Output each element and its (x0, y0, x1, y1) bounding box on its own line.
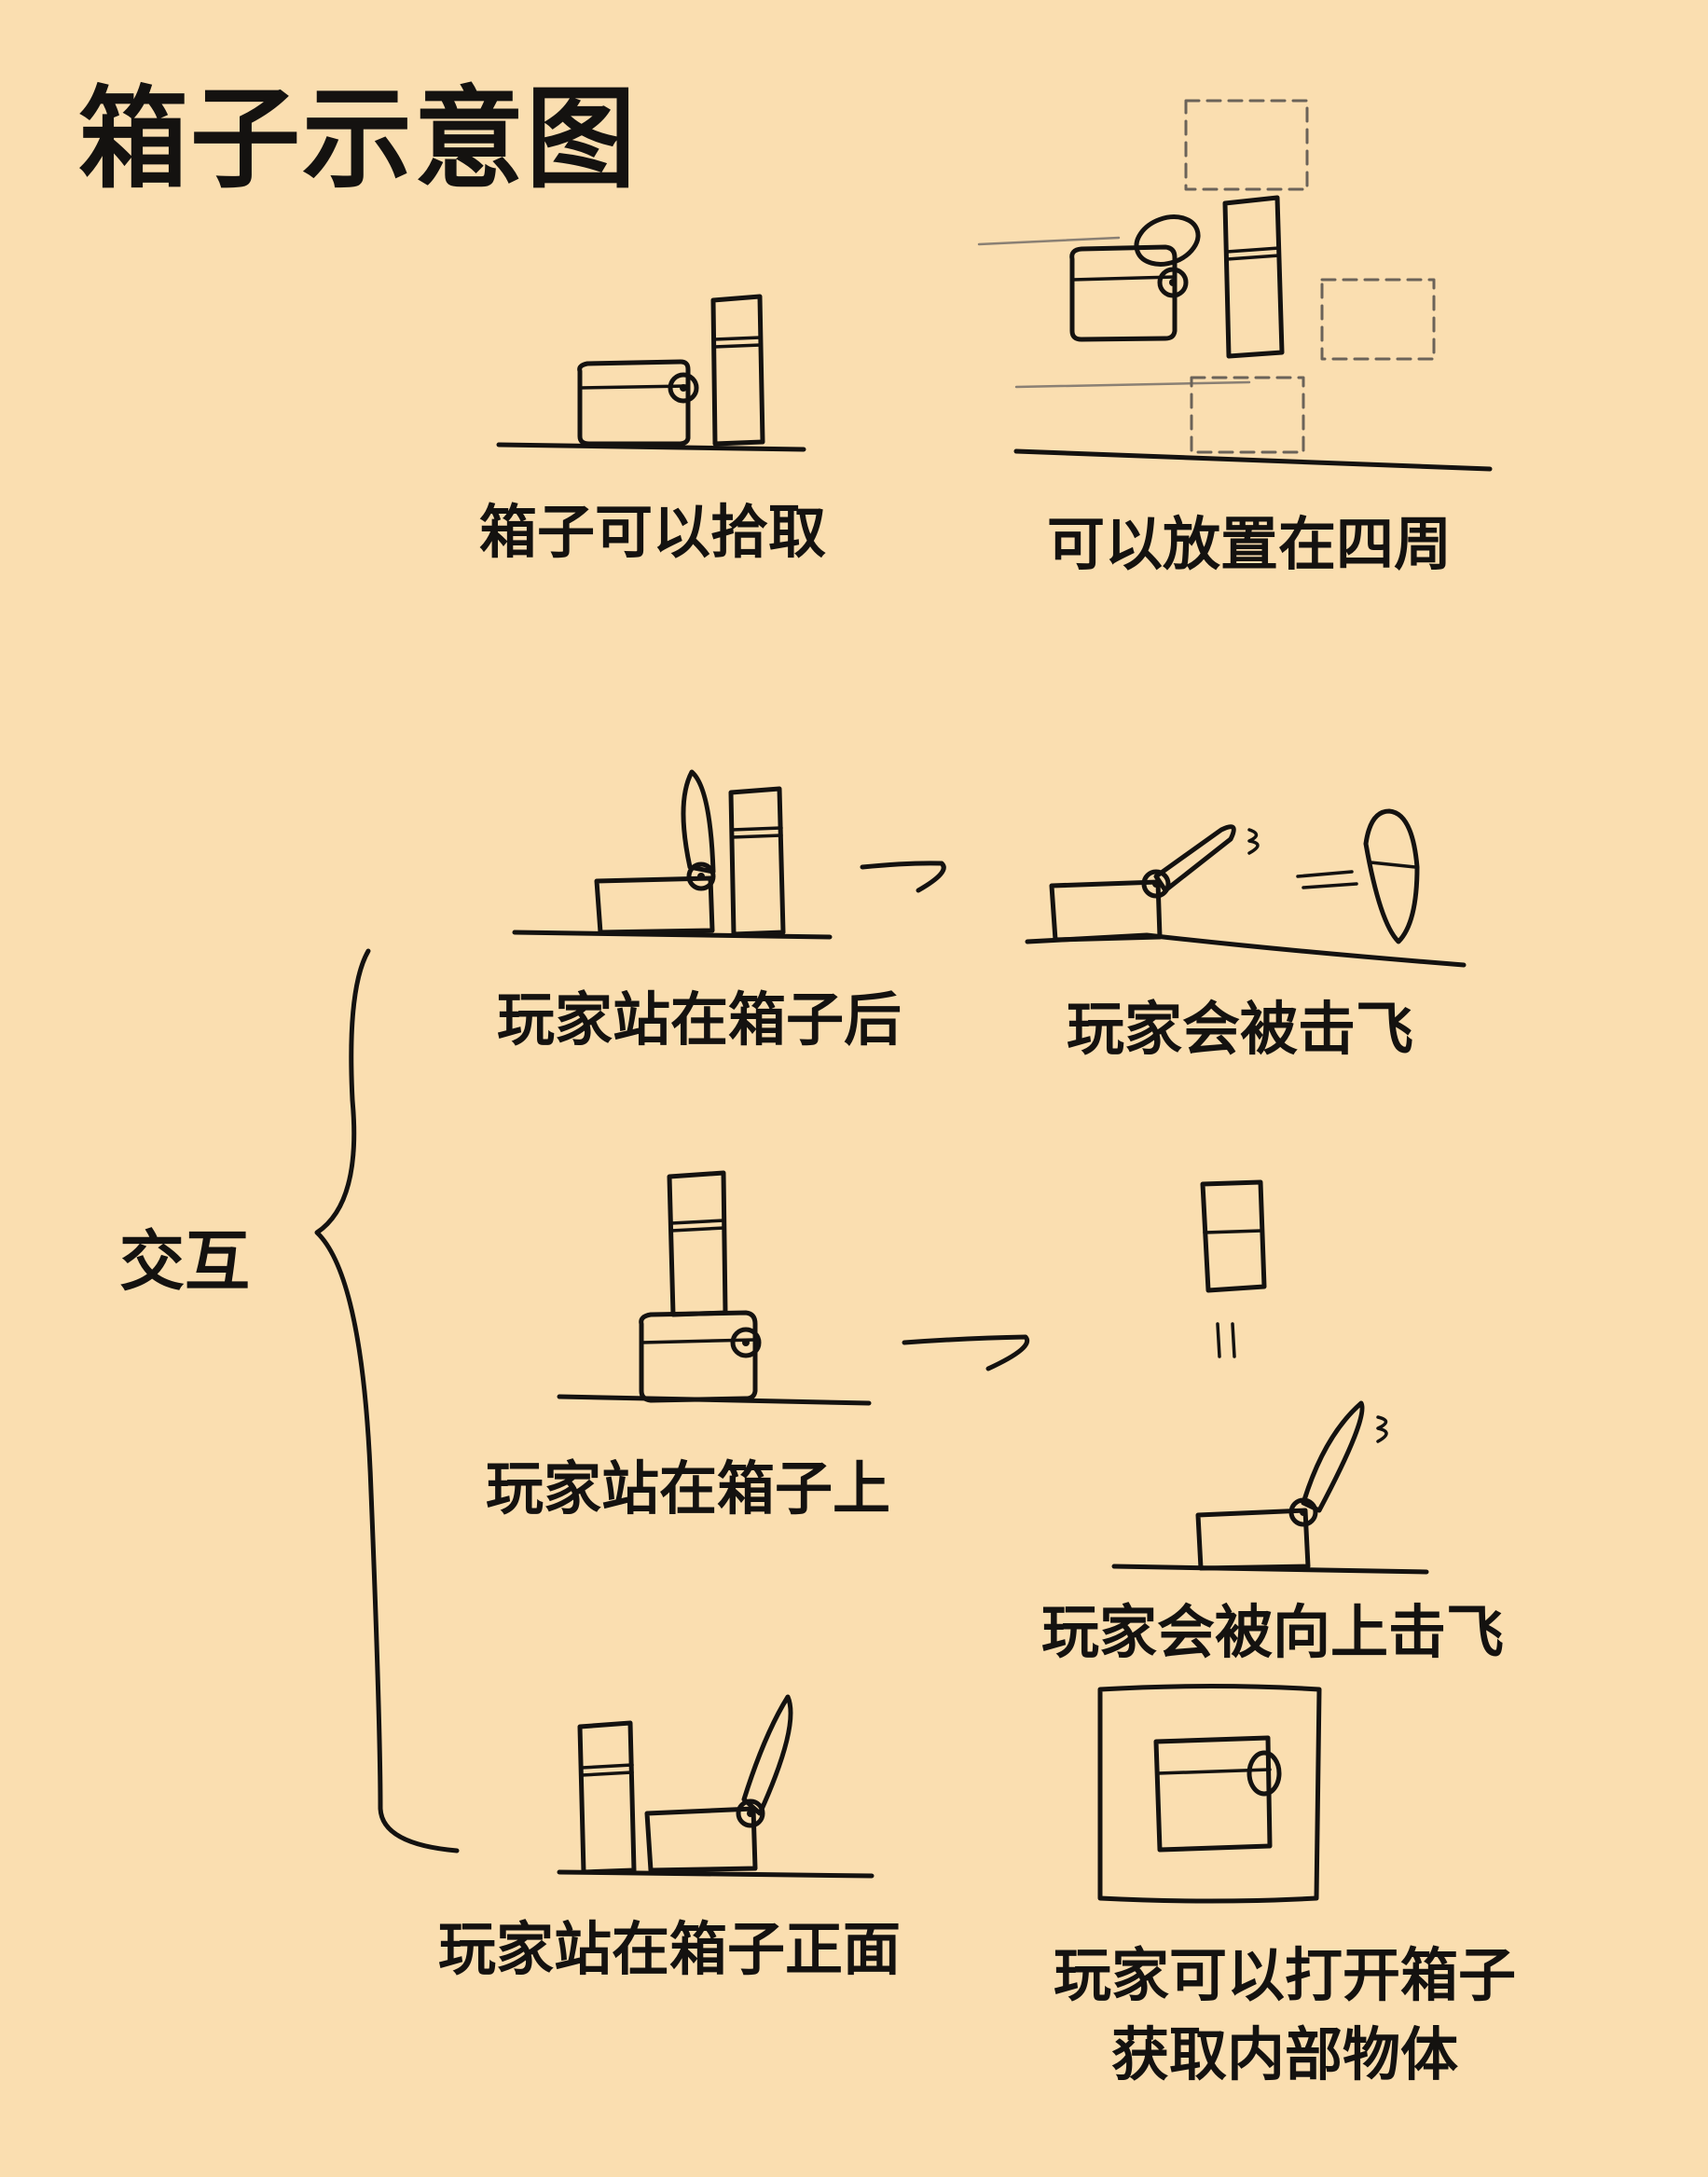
ground-line (1013, 448, 1493, 472)
box-latch (736, 1798, 765, 1828)
ghost-box-right (1320, 278, 1436, 361)
sketch-pickup (496, 294, 806, 452)
caption-pickup: 箱子可以拾取 (478, 498, 827, 566)
ground-line (1025, 932, 1467, 968)
box-lid-up (741, 1694, 793, 1816)
closed-box (577, 359, 691, 447)
box (1069, 244, 1178, 342)
impact-mark (1376, 1415, 1388, 1443)
box-latch (1141, 869, 1171, 899)
sketch-knocked (1025, 808, 1467, 968)
ui-box-latch (1247, 1750, 1282, 1797)
caption-knocked: 玩家会被击飞 (1066, 995, 1414, 1063)
box (639, 1310, 758, 1403)
flying-player (1363, 808, 1420, 944)
open-box (1195, 1508, 1311, 1571)
caption-knocked-up: 玩家会被向上击飞 (1040, 1598, 1505, 1666)
sketch-front (557, 1694, 875, 1879)
page-title: 箱子示意图 (78, 75, 639, 203)
caption-open-line1: 玩家可以打开箱子 (1053, 1941, 1517, 2009)
open-box (644, 1806, 758, 1873)
player-block (710, 294, 765, 447)
open-box (594, 875, 715, 935)
player-block (728, 786, 786, 937)
box-lid-open (1134, 214, 1201, 267)
ground-line (496, 442, 806, 452)
flying-player (1200, 1179, 1267, 1293)
ground-line (512, 930, 833, 940)
box-lid-angled (1153, 824, 1236, 893)
caption-open-line2: 获取内部物体 (1110, 2020, 1459, 2088)
sketch-place-around (977, 99, 1493, 472)
box-lid-up (1301, 1400, 1365, 1513)
ui-frame (1097, 1684, 1322, 1904)
sketch-on-top (557, 1170, 1029, 1406)
side-label-interaction: 交互 (119, 1223, 250, 1300)
player-block (577, 1720, 637, 1875)
player-block (1222, 195, 1285, 359)
box-latch (686, 861, 716, 891)
sketch-knocked-up (1111, 1179, 1429, 1575)
sketch-behind (512, 769, 946, 940)
ghost-box-bottom (1190, 376, 1305, 454)
ghost-box-top (1184, 99, 1309, 191)
grouping-brace (314, 948, 460, 1853)
caption-front: 玩家站在箱子正面 (437, 1915, 902, 1983)
box-latch (730, 1327, 762, 1358)
impact-mark (1247, 828, 1260, 855)
box-latch (668, 372, 699, 404)
box-lid-up (681, 769, 716, 875)
arrow (860, 861, 946, 893)
open-box (1049, 879, 1163, 943)
caption-on-top: 玩家站在箱子上 (485, 1454, 891, 1523)
caption-place-around: 可以放置在四周 (1046, 510, 1453, 578)
sketch-open-ui (1097, 1684, 1322, 1904)
arrow (902, 1334, 1029, 1371)
box-latch (1157, 267, 1189, 298)
caption-behind: 玩家站在箱子后 (496, 985, 902, 1054)
ui-box (1153, 1735, 1273, 1853)
box-latch (1288, 1497, 1318, 1527)
player-block (667, 1170, 728, 1317)
